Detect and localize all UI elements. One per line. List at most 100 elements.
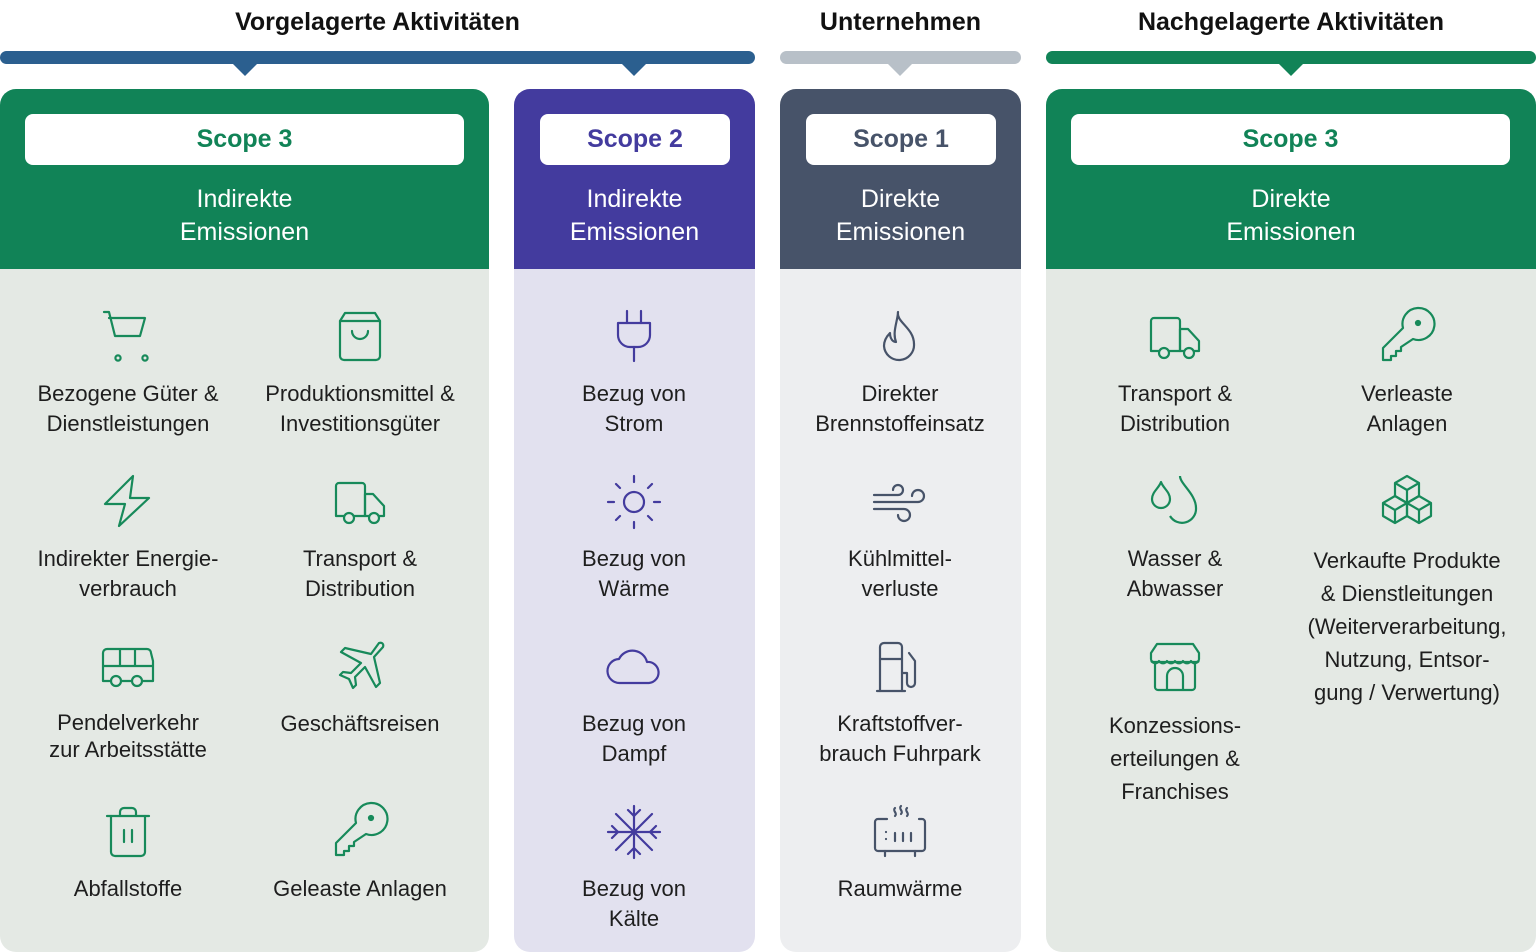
category-leased-assets: Geleaste Anlagen <box>244 801 476 904</box>
upstream-bracket-bar <box>0 51 755 64</box>
scope3-upstream-body: Bezogene Güter &Dienstleistungen Produkt… <box>0 269 489 952</box>
emission-type: Direkte Emissionen <box>780 183 1021 249</box>
group-title-upstream: Vorgelagerte Aktivitäten <box>235 8 520 36</box>
scope3-downstream-header: Scope 3 Direkte Emissionen <box>1046 89 1536 269</box>
emission-type-line2: Emissionen <box>1226 218 1356 246</box>
category-label: Geleaste Anlagen <box>273 876 447 901</box>
scope2-header: Scope 2 Indirekte Emissionen <box>514 89 755 269</box>
category-transport-distribution: Transport &Distribution <box>1059 309 1291 439</box>
category-label: Transport &Distribution <box>302 546 418 601</box>
scope3-upstream-header: Scope 3 Indirekte Emissionen <box>0 89 489 269</box>
emission-type: Direkte Emissionen <box>1046 183 1536 249</box>
emission-type-line2: Emissionen <box>835 218 966 246</box>
trash-bin-icon <box>105 806 151 858</box>
column-scope3-upstream: Scope 3 Indirekte Emissionen Bezogene Gü… <box>0 89 489 952</box>
lightning-bolt-icon <box>103 474 151 528</box>
radiator-heat-icon <box>873 804 927 858</box>
emission-type-line1: Indirekte <box>586 185 683 213</box>
emission-type-line1: Indirekte <box>196 185 293 213</box>
storefront-icon <box>1149 642 1201 692</box>
category-label: Konzessions-erteilungen &Franchises <box>1108 713 1242 804</box>
group-title-company: Unternehmen <box>819 8 982 36</box>
emission-type-line2: Emissionen <box>179 218 310 246</box>
category-capital-goods: Produktionsmittel &Investitionsgüter <box>244 309 476 439</box>
wind-icon <box>872 483 926 523</box>
delivery-truck-icon <box>334 481 386 525</box>
category-sold-products: Verkaufte Produkte& Dienstleitungen(Weit… <box>1291 474 1523 709</box>
upstream-pointer-scope2 <box>621 63 647 76</box>
emission-type: Indirekte Emissionen <box>514 183 755 249</box>
company-pointer-scope1 <box>887 63 913 76</box>
category-label: Kraftstoffver-brauch Fuhrpark <box>819 711 981 766</box>
category-waste: Abfallstoffe <box>12 804 244 904</box>
category-space-heating: Raumwärme <box>784 804 1016 904</box>
category-label: Abfallstoffe <box>73 876 183 901</box>
bus-icon <box>101 647 155 688</box>
category-label: Transport &Distribution <box>1117 381 1233 436</box>
shopping-bag-icon <box>338 311 382 362</box>
scope-badge: Scope 3 <box>1071 114 1510 165</box>
category-transport-distribution: Transport &Distribution <box>244 474 476 604</box>
column-scope3-downstream: Scope 3 Direkte Emissionen Transport &Di… <box>1046 89 1536 952</box>
key-icon <box>334 801 389 857</box>
sun-icon <box>606 474 662 530</box>
category-indirect-energy: Indirekter Energie-verbrauch <box>12 474 244 604</box>
emission-type: Indirekte Emissionen <box>0 183 489 249</box>
category-fleet-fuel: Kraftstoffver-brauch Fuhrpark <box>784 639 1016 769</box>
category-label: Bezogene Güter &Dienstleistungen <box>37 381 219 436</box>
category-label: Produktionsmittel &Investitionsgüter <box>265 381 455 436</box>
category-label: Verkaufte Produkte& Dienstleitungen(Weit… <box>1307 548 1507 705</box>
category-label: Geschäftsreisen <box>280 711 440 736</box>
scope1-header: Scope 1 Direkte Emissionen <box>780 89 1021 269</box>
category-label: Indirekter Energie-verbrauch <box>37 546 219 601</box>
cloud-icon <box>606 649 660 685</box>
scope-badge: Scope 2 <box>540 114 730 165</box>
scope-badge: Scope 1 <box>806 114 996 165</box>
snowflake-icon <box>606 804 662 860</box>
category-label: Kühlmittel-verluste <box>848 546 952 601</box>
category-purchased-goods: Bezogene Güter &Dienstleistungen <box>12 309 244 439</box>
shopping-cart-icon <box>102 310 149 362</box>
scope-badge: Scope 3 <box>25 114 464 165</box>
group-title-downstream: Nachgelagerte Aktivitäten <box>1137 8 1445 36</box>
power-plug-icon <box>616 309 652 363</box>
category-label: Raumwärme <box>837 876 963 901</box>
emission-type-line1: Direkte <box>1251 185 1331 213</box>
downstream-pointer-scope3 <box>1278 63 1304 76</box>
category-water-wastewater: Wasser &Abwasser <box>1059 474 1291 604</box>
emission-type-line2: Emissionen <box>569 218 700 246</box>
company-bracket-bar <box>780 51 1021 64</box>
downstream-bracket-bar <box>1046 51 1536 64</box>
boxes-stack-icon <box>1381 474 1433 525</box>
category-refrigerant-losses: Kühlmittel-verluste <box>784 474 1016 604</box>
airplane-icon <box>338 641 385 690</box>
fuel-pump-icon <box>875 641 917 693</box>
upstream-pointer-scope3 <box>232 63 258 76</box>
category-business-travel: Geschäftsreisen <box>244 639 476 739</box>
key-icon <box>1381 306 1436 362</box>
emission-type-line1: Direkte <box>860 185 941 213</box>
water-drops-icon <box>1150 475 1198 524</box>
flame-icon <box>882 310 916 362</box>
category-label: Wasser &Abwasser <box>1126 546 1224 601</box>
delivery-truck-icon <box>1149 316 1201 360</box>
category-franchises: Konzessions-erteilungen &Franchises <box>1059 639 1291 808</box>
